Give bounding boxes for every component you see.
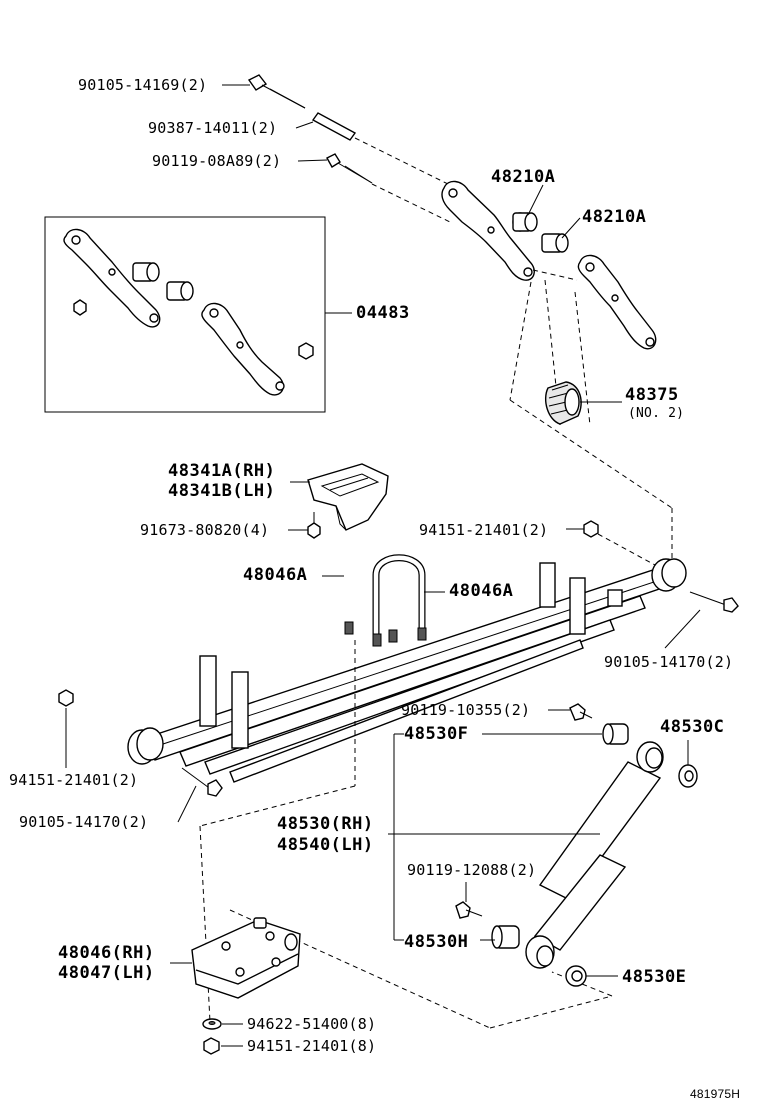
kit-nut-2 xyxy=(298,342,314,360)
kit-nut-1 xyxy=(73,299,87,316)
label-48530h: 48530H xyxy=(404,932,469,952)
bumper-48375 xyxy=(544,381,582,425)
washer-48530e xyxy=(565,965,587,987)
label-94622-51400: 94622-51400(8) xyxy=(247,1015,377,1033)
bolt-90119-10355 xyxy=(569,703,593,721)
label-48046a-left: 48046A xyxy=(243,565,308,585)
bolt-90105-14169 xyxy=(247,74,306,109)
label-90119-10355: 90119-10355(2) xyxy=(401,701,531,719)
bolt-90105-14170-left xyxy=(181,767,223,797)
label-48530c: 48530C xyxy=(660,717,725,737)
label-90387-14011: 90387-14011(2) xyxy=(148,119,278,137)
label-48375: 48375 xyxy=(625,385,679,405)
washer-94622-51400 xyxy=(202,1018,222,1030)
bolt-91673-80820 xyxy=(307,512,321,539)
label-48341b: 48341B(LH) xyxy=(168,481,276,501)
spring-seat-48341 xyxy=(307,463,389,531)
label-94151-21401-right: 94151-21401(2) xyxy=(419,521,549,539)
bushing-48530f xyxy=(602,723,629,745)
label-04483: 04483 xyxy=(356,303,410,323)
kit-bushing-2 xyxy=(166,281,194,301)
label-90119-12088: 90119-12088(2) xyxy=(407,861,537,879)
figure-reference: 481975H xyxy=(690,1087,741,1101)
label-90105-14170-left: 90105-14170(2) xyxy=(19,813,149,831)
label-48540-lh: 48540(LH) xyxy=(277,835,374,855)
pin-90387-14011 xyxy=(311,112,357,141)
label-48210a-2: 48210A xyxy=(582,207,647,227)
bolt-90119-12088 xyxy=(455,901,483,919)
label-48375-no: (NO. 2) xyxy=(628,406,685,421)
bushing-48210a-2 xyxy=(541,233,569,253)
label-48341a: 48341A(RH) xyxy=(168,461,276,481)
spring-plate-48046 xyxy=(191,917,301,999)
label-90119-08A89: 90119-08A89(2) xyxy=(152,152,282,170)
bolt-90119-08A89 xyxy=(326,153,373,184)
label-48047-lh: 48047(LH) xyxy=(58,963,155,983)
label-91673-80820: 91673-80820(4) xyxy=(140,521,270,539)
kit-bushing-1 xyxy=(132,262,160,282)
nut-94151-plate xyxy=(203,1037,220,1055)
label-90105-14169: 90105-14169(2) xyxy=(78,76,208,94)
leaf-spring xyxy=(127,558,687,783)
shackle-plate-48210a-right xyxy=(577,254,657,350)
label-90105-14170-right: 90105-14170(2) xyxy=(604,653,734,671)
bushing-48530h xyxy=(491,925,520,949)
shackle-plate-48210a-left xyxy=(441,180,535,281)
label-48530-rh: 48530(RH) xyxy=(277,814,374,834)
bushing-48210a-1 xyxy=(512,212,538,232)
label-48210a-1: 48210A xyxy=(491,167,556,187)
kit-04483-box xyxy=(44,216,326,413)
nut-94151-right xyxy=(583,520,599,538)
nut-94151-left xyxy=(58,689,74,707)
label-48046-rh: 48046(RH) xyxy=(58,943,155,963)
u-bolt-48046a-right xyxy=(372,554,427,647)
kit-shackle-plate-left xyxy=(63,228,161,328)
shock-absorber xyxy=(525,741,664,969)
bolt-90105-14170-right xyxy=(689,591,739,613)
label-48530e: 48530E xyxy=(622,967,687,987)
kit-shackle-plate-right xyxy=(201,302,285,396)
label-94151-21401-plate: 94151-21401(8) xyxy=(247,1037,377,1055)
washer-48530c xyxy=(678,764,698,788)
label-48530f: 48530F xyxy=(404,724,469,744)
label-94151-21401-left: 94151-21401(2) xyxy=(9,771,139,789)
label-48046a-right: 48046A xyxy=(449,581,514,601)
